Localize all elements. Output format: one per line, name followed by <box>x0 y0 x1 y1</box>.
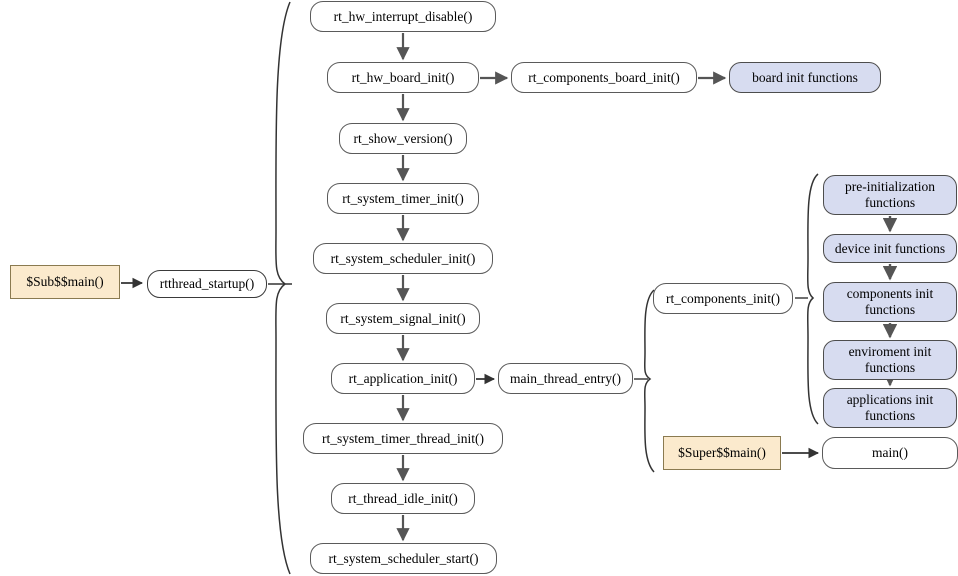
node-sub-main[interactable]: $Sub$$main() <box>10 265 120 299</box>
node-rt-system-scheduler-start[interactable]: rt_system_scheduler_start() <box>310 543 497 574</box>
node-rt-system-scheduler-init[interactable]: rt_system_scheduler_init() <box>313 243 493 274</box>
node-rtthread-startup[interactable]: rtthread_startup() <box>147 270 267 298</box>
node-enviroment-init-functions[interactable]: enviroment init functions <box>823 340 957 380</box>
node-rt-thread-idle-init[interactable]: rt_thread_idle_init() <box>331 483 475 514</box>
node-rt-hw-interrupt-disable[interactable]: rt_hw_interrupt_disable() <box>310 1 496 32</box>
node-rt-components-board-init[interactable]: rt_components_board_init() <box>511 62 697 93</box>
node-device-init-functions[interactable]: device init functions <box>823 234 957 263</box>
brace-startup-column <box>275 1 291 575</box>
node-rt-hw-board-init[interactable]: rt_hw_board_init() <box>327 62 479 93</box>
node-components-init-functions[interactable]: components init functions <box>823 282 957 322</box>
node-main-thread-entry[interactable]: main_thread_entry() <box>498 363 633 394</box>
node-board-init-functions[interactable]: board init functions <box>729 62 881 93</box>
node-rt-application-init[interactable]: rt_application_init() <box>331 363 475 394</box>
node-pre-initialization-functions[interactable]: pre-initialization functions <box>823 175 957 215</box>
node-rt-system-timer-thread-init[interactable]: rt_system_timer_thread_init() <box>303 423 503 454</box>
node-rt-components-init[interactable]: rt_components_init() <box>653 283 793 314</box>
brace-components-init <box>806 173 819 425</box>
node-applications-init-functions[interactable]: applications init functions <box>823 388 957 428</box>
node-rt-system-timer-init[interactable]: rt_system_timer_init() <box>327 183 479 214</box>
node-main[interactable]: main() <box>822 437 958 469</box>
node-rt-show-version[interactable]: rt_show_version() <box>339 123 467 154</box>
node-rt-system-signal-init[interactable]: rt_system_signal_init() <box>326 303 480 334</box>
brace-main-thread-entry <box>643 289 655 473</box>
node-super-main[interactable]: $Super$$main() <box>663 436 781 470</box>
